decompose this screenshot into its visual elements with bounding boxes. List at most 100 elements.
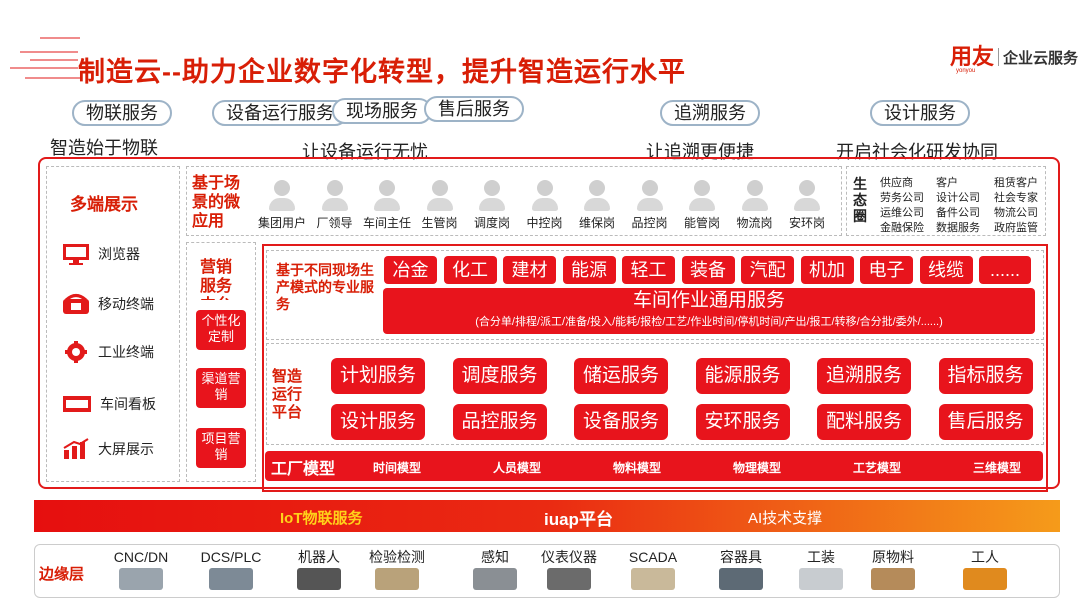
role-label: 物流岗 [736,216,773,230]
edge-device: 工装 [781,549,861,590]
gear-icon [65,341,87,363]
platform-service: 配料服务 [817,404,911,440]
marketing-custom: 个性化定制 [196,310,246,350]
industry-tag: 轻工 [622,256,675,284]
terminal-browser: 浏览器 [62,243,140,265]
person-icon [746,180,763,196]
platform-service: 设计服务 [331,404,425,440]
role-item: 调度岗 [468,180,516,231]
industry-tag: ...... [979,256,1031,284]
edge-device-label: 感知 [481,549,509,565]
person-body-icon [374,198,400,211]
ecosystem-item: 客户 [936,177,958,189]
terminal-workshop-board: 车间看板 [62,394,156,414]
service-core-frame [262,244,1048,492]
edge-device: 容器具 [701,549,781,590]
board-icon [63,396,91,412]
industry-tag: 建材 [503,256,556,284]
device-image [799,568,843,590]
platform-panel [266,343,1044,445]
platform-service: 品控服务 [452,404,547,440]
iuap-label: iuap平台 [544,510,613,529]
edge-title: 边缘层 [39,566,85,583]
platform-service: 售后服务 [938,404,1033,440]
scene-panel [186,166,842,236]
device-image [375,568,419,590]
model-people: 人员模型 [493,461,542,475]
common-service-title: 车间作业通用服务 [632,290,785,311]
common-service-bar: 车间作业通用服务 (合分单/排程/派工/准备/投入/能耗/报检/工艺/作业时间/… [383,288,1035,334]
ecosystem-item: 金融保险 [880,222,924,234]
ecosystem-item: 数据服务 [936,222,980,234]
scene-title: 基于场景的微应用 [192,175,241,230]
role-label: 品控岗 [631,216,668,230]
edge-device-label: 机器人 [298,549,340,565]
edge-device: 检验检测 [357,549,437,590]
ecosystem-item: 政府监管 [994,222,1038,234]
person-body-icon [689,198,715,211]
cloud-field-service: 现场服务 [332,98,432,124]
marketing-channel: 渠道营销 [196,368,246,408]
model-time: 时间模型 [373,461,422,475]
factory-model-bar: 工厂模型 时间模型 人员模型 物料模型 物理模型 工艺模型 三维模型 [265,451,1043,481]
cloud-iot-service: 物联服务 [72,100,172,126]
person-icon [589,180,605,196]
edge-device-label: DCS/PLC [200,549,262,565]
device-image [871,568,915,590]
iuap-platform-bar: IoT物联服务 iuap平台 AI技术支撑 [34,500,1060,532]
role-item: 生管岗 [416,180,464,231]
person-icon [799,180,815,196]
person-body-icon [584,198,610,211]
edge-device: CNC/DN [101,549,181,590]
edge-device-label: 仪表仪器 [541,549,597,565]
ai-support-label: AI技术支撑 [748,510,823,527]
ecosystem-title: 生态圈 [853,176,867,224]
role-label: 维保岗 [578,216,615,230]
iot-service-label: IoT物联服务 [280,510,363,527]
person-body-icon [321,198,348,211]
device-image [297,568,341,590]
terminal-mobile: 移动终端 [62,293,154,315]
person-icon [641,180,658,196]
professional-title: 基于不同现场生产模式的专业服务 [276,262,374,312]
edge-device: 工人 [945,549,1025,590]
person-icon [379,180,395,196]
role-label: 厂领导 [316,216,353,230]
industry-tag: 电子 [860,256,913,284]
role-label: 集团用户 [258,216,307,230]
role-item: 维保岗 [573,180,621,231]
phone-icon [63,294,89,314]
role-item: 厂领导 [311,180,359,231]
person-icon [326,180,343,196]
person-body-icon [426,198,453,211]
person-icon [484,180,500,196]
device-image [209,568,253,590]
edge-device-label: 容器具 [720,549,762,565]
bar-chart-icon [63,438,89,459]
ecosystem-item: 租赁客户 [994,177,1038,189]
cloud-design-service: 设计服务 [870,100,970,126]
terminal-browser-label: 浏览器 [98,246,140,262]
person-icon [431,180,448,196]
terminal-mobile-label: 移动终端 [98,296,154,312]
tagline-iot: 智造始于物联 [50,138,158,158]
role-item: 安环岗 [783,180,831,231]
model-material: 物料模型 [613,461,662,475]
marketing-title: 营销服务中台 [200,259,233,300]
role-label: 安环岗 [788,216,825,230]
role-item: 中控岗 [521,180,569,231]
logo-text: 企业云服务 [1003,50,1079,67]
terminal-workshop-board-label: 车间看板 [100,396,156,412]
industry-tag: 线缆 [919,256,973,284]
logo-divider [998,48,1000,66]
yonyou-logo: 用友 yonyou 企业云服务 [950,46,1079,75]
role-item: 车间主任 [363,180,411,231]
industry-tag: 冶金 [384,256,437,284]
edge-device-label: 原物料 [872,549,914,565]
industry-tag: 汽配 [741,256,794,284]
platform-service: 指标服务 [938,358,1033,394]
marketing-project: 项目营销 [196,428,246,468]
edge-device-label: CNC/DN [113,549,169,565]
ecosystem-item: 社会专家 [994,192,1038,204]
